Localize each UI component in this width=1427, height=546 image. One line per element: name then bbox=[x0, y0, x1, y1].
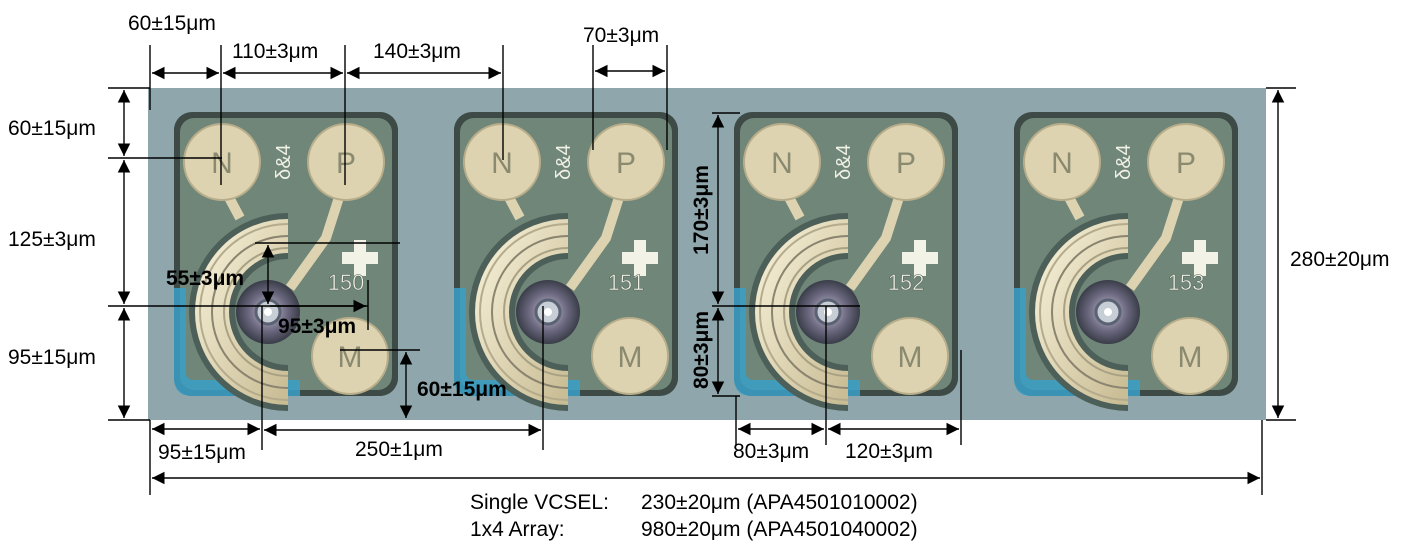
dim-bottom-right-2: 120±3μm bbox=[845, 440, 933, 463]
dim-left-top: 60±15μm bbox=[8, 117, 96, 140]
chip-152: N P M 152 δ&4 bbox=[710, 88, 972, 420]
pad-p-label: P bbox=[336, 147, 356, 180]
dim-left-bottom: 95±15μm bbox=[8, 346, 96, 369]
dim-chip-height: 280±20μm bbox=[1290, 248, 1390, 271]
dim-pitch: 250±1μm bbox=[355, 438, 443, 461]
pad-p-label: P bbox=[896, 147, 916, 180]
dim-left-mid: 125±3μm bbox=[8, 228, 96, 251]
pad-n-label: N bbox=[491, 147, 513, 180]
dim-top-np-spacing: 110±3μm bbox=[232, 40, 318, 63]
pad-n-label: N bbox=[771, 147, 793, 180]
dim-top-left-gap: 60±15μm bbox=[128, 12, 216, 35]
chip-marking: δ&4 bbox=[273, 144, 295, 180]
pad-n-label: N bbox=[211, 147, 233, 180]
dim-vertical-upper: 170±3μm bbox=[690, 165, 713, 255]
chip-number: 151 bbox=[608, 270, 645, 295]
caption-single-label: Single VCSEL: bbox=[470, 491, 609, 514]
pad-m-label: M bbox=[1178, 341, 1203, 374]
chip-150: N P M 150 δ&4 bbox=[150, 88, 412, 420]
caption-array-value: 980±20μm (APA4501040002) bbox=[641, 518, 918, 541]
chip-number: 152 bbox=[888, 270, 925, 295]
dim-aperture-offset-y: 55±3μm bbox=[166, 267, 244, 290]
caption-array-label: 1x4 Array: bbox=[470, 518, 565, 541]
dim-bottom-left-2: 80±3μm bbox=[733, 440, 809, 463]
pad-p-label: P bbox=[616, 147, 636, 180]
pad-n-label: N bbox=[1051, 147, 1073, 180]
dim-bottom-left: 95±15μm bbox=[158, 441, 246, 464]
chip-marking: δ&4 bbox=[1113, 144, 1135, 180]
pad-p-label: P bbox=[1176, 147, 1196, 180]
pad-m-label: M bbox=[618, 341, 643, 374]
caption-single-value: 230±20μm (APA4501010002) bbox=[641, 491, 918, 514]
dim-m-pad-offset: 60±15μm bbox=[417, 378, 507, 401]
chip-151: N P M 151 δ&4 bbox=[430, 88, 692, 420]
chip-153: N P M 153 δ&4 bbox=[990, 88, 1252, 420]
dim-vertical-lower: 80±3μm bbox=[690, 311, 713, 389]
pad-m-label: M bbox=[338, 341, 363, 374]
dim-top-p-to-next-n: 140±3μm bbox=[373, 40, 461, 63]
chip-number: 150 bbox=[328, 270, 365, 295]
dim-aperture-offset-x: 95±3μm bbox=[278, 315, 356, 338]
chip-marking: δ&4 bbox=[833, 144, 855, 180]
pad-m-label: M bbox=[898, 341, 923, 374]
chip-number: 153 bbox=[1168, 270, 1205, 295]
dimension-lines bbox=[108, 45, 1296, 495]
chip-marking: δ&4 bbox=[553, 144, 575, 180]
dim-top-pad-right: 70±3μm bbox=[583, 24, 659, 47]
